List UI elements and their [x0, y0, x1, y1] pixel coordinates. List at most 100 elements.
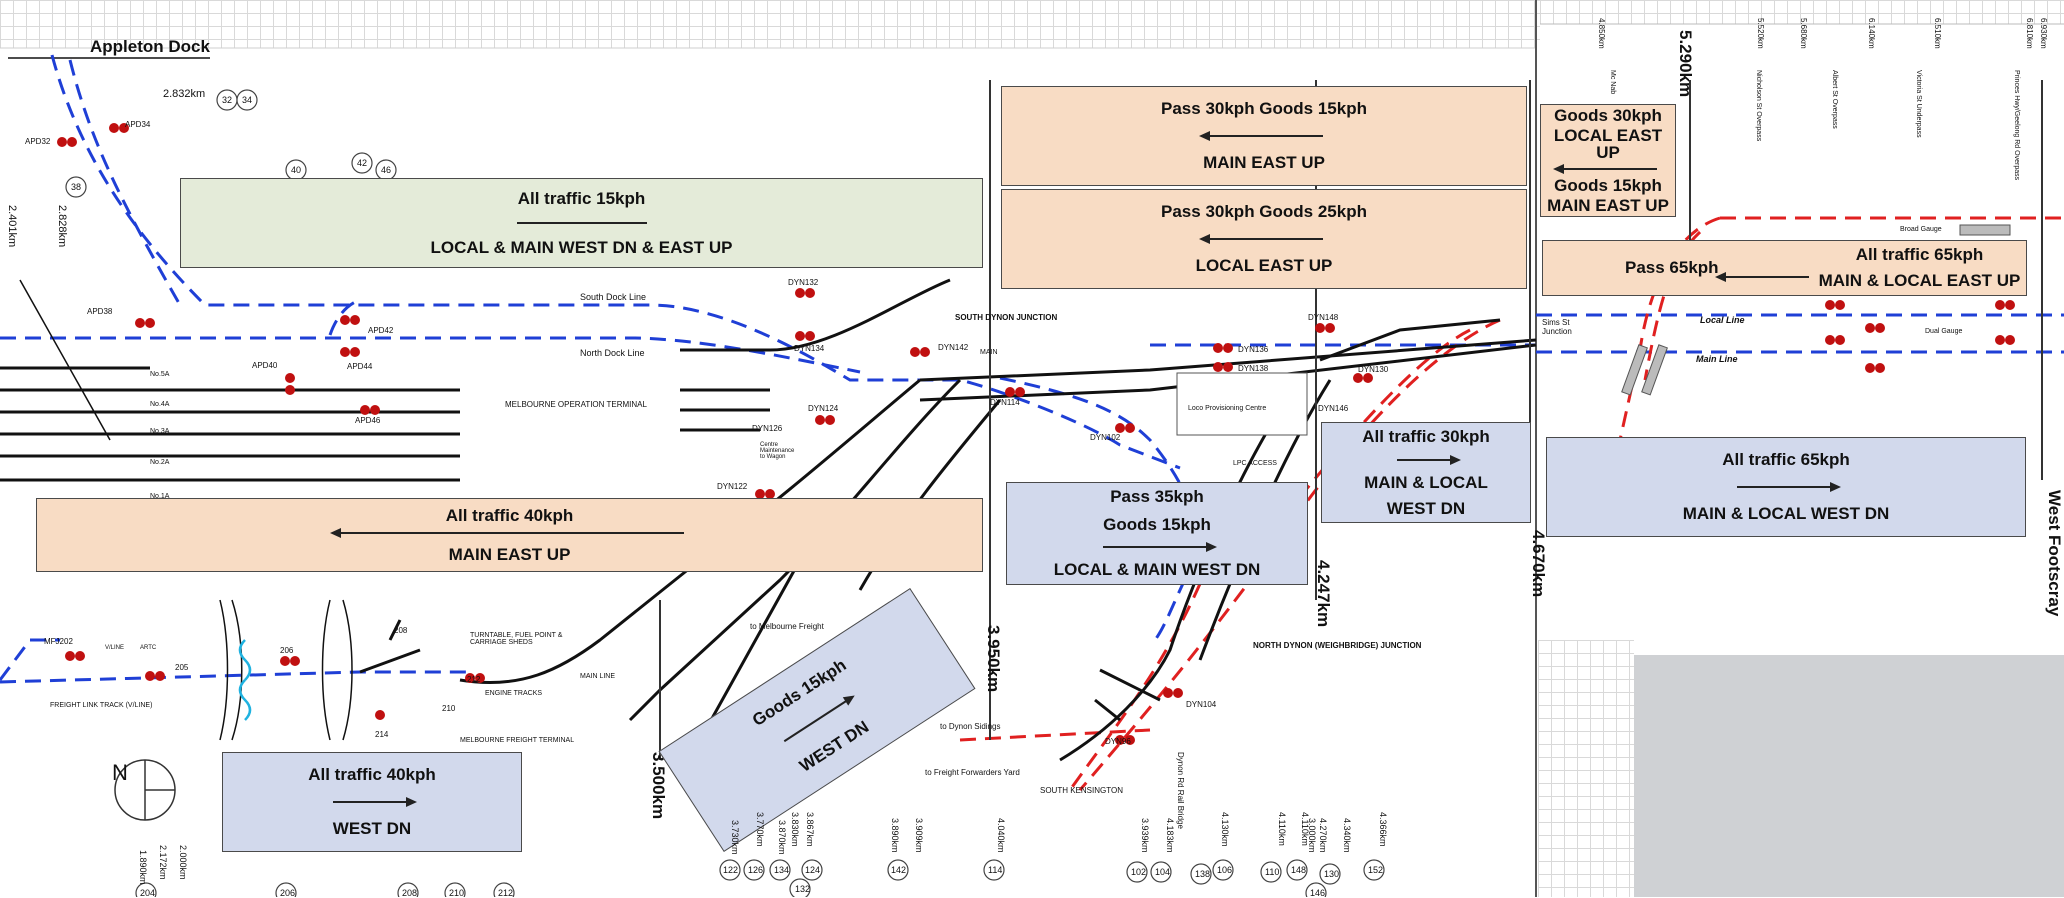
overpass-label: Mc Nab: [1609, 70, 1616, 95]
north-dynon-track: [1153, 534, 1212, 641]
km-4670: 4.670km: [1529, 530, 1548, 598]
label-broad-gauge: Broad Gauge: [1900, 226, 1942, 233]
chainage-circle-label: 212: [498, 888, 514, 898]
dynon-sidings: [1094, 668, 1161, 722]
chainage-bottom-label: 3.939km: [1140, 818, 1150, 853]
chainage-circle-label: 130: [1324, 869, 1340, 879]
km-3950: 3.950km: [984, 625, 1003, 693]
signal-label: DYN146: [1318, 404, 1349, 413]
line-text: LOCAL & MAIN WEST DN: [1053, 560, 1261, 580]
speed-box-all65-west: All traffic 65kph MAIN & LOCAL WEST DN: [1546, 437, 2026, 537]
main-track: [919, 338, 1537, 382]
signal-label: 212: [467, 675, 481, 684]
label-2832km: 2.832km: [163, 88, 206, 100]
signals: [57, 123, 2015, 745]
speed-text: Pass 65kph: [1625, 258, 1719, 277]
chainage-bottom-label: 3.830km: [790, 812, 800, 847]
platform-rects: [1621, 224, 2011, 396]
line-text: LOCAL EAST UP: [1553, 125, 1663, 162]
label-centre-maintenance: Centre Maintenance to Wagon: [760, 442, 795, 460]
chainage-top-label: 6.810km: [2025, 18, 2034, 49]
red-curve-4: [1068, 559, 1212, 791]
chainage-circle-label: 152: [1368, 865, 1384, 875]
speed-box-all30: All traffic 30kph MAIN & LOCAL WEST DN: [1321, 422, 1531, 523]
loco-centre-box: [1176, 372, 1308, 436]
siding-label: No.2A: [150, 459, 170, 466]
chainage-bottom-label: 3.909km: [914, 818, 924, 853]
line-text: WEST DN: [1386, 498, 1466, 518]
line-text: LOCAL EAST UP: [1195, 256, 1333, 275]
chainage-circle-label: 124: [805, 865, 821, 875]
chainage-circle-label: 204: [140, 888, 156, 898]
signal-label: 210: [442, 704, 456, 713]
label-main-line: Main Line: [1696, 354, 1738, 364]
chainage-top-label: 5.680km: [1799, 18, 1808, 49]
bridge-left: [219, 599, 243, 741]
label-artc: ARTC: [140, 645, 157, 651]
line-text: MAIN EAST UP: [448, 544, 571, 564]
red-siding: [959, 728, 1151, 742]
speed-box-pass35: Pass 35kph Goods 15kph LOCAL & MAIN WEST…: [1006, 482, 1308, 585]
signal-label: DYN96: [1105, 737, 1131, 746]
speed-text: All traffic 40kph: [445, 505, 574, 525]
grid-bottom-right: [1538, 640, 1634, 897]
signal-label: DYN114: [990, 398, 1020, 407]
signal-label: 208: [394, 626, 408, 635]
chainage-circle-label: 106: [1217, 865, 1233, 875]
label-north-dynon-junction: NORTH DYNON (WEIGHBRIDGE) JUNCTION: [1253, 641, 1422, 650]
chainage-circle-label: 206: [280, 888, 296, 898]
signal-label: APD46: [355, 416, 381, 425]
empty-panel: [1634, 655, 2064, 897]
speed-text: All traffic 65kph: [1855, 245, 1984, 265]
label-2828km: 2.828km: [56, 205, 68, 248]
arrow-left-icon: [1553, 163, 1663, 174]
speed-text: All traffic 40kph: [308, 765, 436, 784]
siding-label: No.1A: [150, 493, 170, 500]
km-4247: 4.247km: [1314, 560, 1333, 628]
label-to-melbourne-freight: to Melbourne Freight: [750, 622, 824, 631]
chainage-top-label: 6.140km: [1867, 18, 1876, 49]
speed-box-all15: All traffic 15kph LOCAL & MAIN WEST DN &…: [180, 178, 983, 268]
chainage-circle-label: 46: [381, 165, 392, 175]
arrow-right-icon: [1391, 455, 1461, 466]
chainage-bottom-label: 4.270km: [1318, 818, 1328, 853]
chainage-circle-label: 210: [449, 888, 465, 898]
speed-text: Goods 15kph: [1554, 176, 1662, 196]
chainage-bottom-label: 3.870km: [777, 820, 787, 855]
signal-label: APD38: [87, 307, 113, 316]
siding-label: No.3A: [150, 428, 170, 435]
label-north-dock-line: North Dock Line: [580, 348, 645, 358]
chainage-top-label: 4.850km: [1597, 18, 1606, 49]
chainage-bottom-label: 3.730km: [730, 820, 740, 855]
signal-label: APD32: [25, 137, 51, 146]
line-text: MAIN & LOCAL WEST DN: [1682, 504, 1890, 523]
label-local-line: Local Line: [1700, 315, 1745, 325]
chainage-top-label: 6.510km: [1933, 18, 1942, 49]
chainage-circle-label: 132: [795, 884, 811, 894]
chainage-circle-label: 104: [1155, 867, 1171, 877]
signal-label: DYN142: [938, 343, 969, 352]
signal-label: DYN132: [788, 278, 819, 287]
overpass-label: Victoria St Underpass: [1915, 70, 1922, 138]
chainage-circle-label: 126: [748, 865, 764, 875]
apd-track-diag: [19, 279, 111, 441]
chainage-bottom-label: 2.000km: [178, 845, 188, 880]
arrow-left-icon: [1199, 131, 1329, 141]
label-to-freight-forwarders: to Freight Forwarders Yard: [925, 768, 1020, 777]
chainage-bottom-label: 4.183km: [1165, 818, 1175, 853]
double-arrow-icon: [516, 218, 647, 228]
label-engine-tracks: ENGINE TRACKS: [485, 690, 543, 697]
crossover: [328, 298, 361, 336]
speed-text: Goods 30kph: [1554, 105, 1662, 125]
label-loco-provisioning-centre: Loco Provisioning Centre: [1188, 405, 1267, 412]
speed-text: Pass 30kph Goods 15kph: [1161, 99, 1367, 118]
label-south-dock-line: South Dock Line: [580, 292, 647, 302]
label-2401km: 2.401km: [6, 205, 18, 248]
chainage-circle-label: 42: [357, 158, 368, 168]
overpass-label: Nicholson St Overpass: [1755, 70, 1762, 142]
label-sims-st-junction: Sims St Junction: [1542, 318, 1572, 336]
chainage-bottom-label: 2.172km: [158, 845, 168, 880]
chainage-circle-label: 38: [71, 182, 82, 192]
